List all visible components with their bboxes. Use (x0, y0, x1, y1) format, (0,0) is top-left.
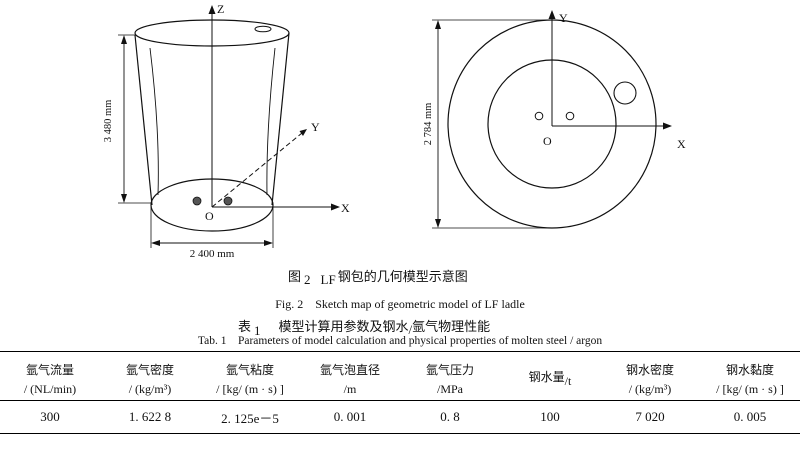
right-origin-label: O (543, 134, 552, 148)
top-view-plug-2 (565, 111, 575, 121)
ladle-inner-left (149, 47, 159, 196)
table-caption-num: 表 (238, 320, 252, 335)
figure-caption-num: 图 (288, 270, 302, 285)
header-steel-mass: 钢水量/t (500, 352, 600, 401)
header-steel-mass-unit: /t (564, 373, 572, 388)
unit-argon-flow: / (NL/min) (23, 381, 77, 396)
top-view-plug-1 (534, 111, 544, 121)
header-argon-flow: 氩气流量 (25, 363, 74, 377)
axis-y-line (211, 132, 303, 208)
unit-bubble-diameter: /m (343, 381, 357, 396)
cell-steel-viscosity: 0. 005 (733, 409, 767, 424)
top-view-vent (613, 81, 637, 105)
ladle-side-view (118, 5, 340, 248)
ladle-top-vent (254, 25, 272, 33)
table-header-row: 氩气流量 氩气密度 氩气粘度 氩气泡直径 氩气压力 钢水量/t 钢水密度 钢水黏… (0, 351, 800, 388)
cell-argon-flow: 300 (40, 409, 60, 424)
table-row: 300 1. 622 8 2. 125e－5 0. 001 0. 8 100 7… (0, 401, 800, 434)
unit-argon-pressure: /MPa (436, 381, 463, 396)
top-axis-x-arrow (663, 122, 672, 130)
left-axis-x-label: X (341, 201, 350, 215)
width-arrow-right (264, 240, 273, 246)
header-steel-density: 钢水密度 (625, 363, 674, 377)
right-diameter-dimension: 2 784 mm (423, 103, 434, 146)
table-caption-slash: / (408, 322, 413, 337)
header-steel-mass-name: 钢水量 (528, 369, 565, 384)
cell-argon-density: 1. 622 8 (128, 409, 172, 424)
right-axis-y-label: Y (559, 11, 568, 25)
table-caption-en: Tab. 1 Parameters of model calculation a… (197, 335, 603, 347)
figure-caption-prefix: LF (320, 272, 336, 287)
table-caption-text-b: 氩气物理性能 (412, 320, 491, 335)
cell-steel-density: 7 020 (635, 409, 665, 424)
left-height-dimension: 3 480 mm (103, 100, 114, 143)
height-arrow-top (121, 35, 127, 44)
cell-argon-viscosity: 2. 125e－5 (221, 410, 279, 426)
axis-y-arrow (299, 129, 307, 136)
left-axis-z-label: Z (217, 2, 224, 16)
ladle-top-view (432, 10, 672, 229)
cell-argon-pressure: 0. 8 (440, 409, 460, 424)
unit-argon-viscosity: / [kg/ (m · s) ] (216, 381, 284, 396)
porous-plug-2 (223, 196, 233, 206)
ladle-right-wall (271, 32, 290, 206)
top-axis-y-arrow (548, 10, 556, 19)
left-origin-label: O (205, 209, 214, 223)
diam-arrow-top (435, 20, 441, 29)
cell-steel-mass: 100 (540, 409, 560, 424)
unit-steel-viscosity: / [kg/ (m · s) ] (716, 381, 784, 396)
unit-argon-density: / (kg/m³) (128, 381, 172, 396)
header-argon-density: 氩气密度 (125, 363, 174, 377)
diam-arrow-bottom (435, 219, 441, 228)
left-diameter-dimension: 2 400 mm (190, 248, 235, 260)
header-argon-pressure: 氩气压力 (425, 363, 474, 377)
porous-plug-1 (192, 196, 202, 206)
figure-caption-num-val: 2 (304, 272, 311, 287)
table-caption-text-a: 模型计算用参数及钢水 (278, 320, 409, 335)
axis-x-arrow (331, 203, 340, 211)
table-unit-row: / (NL/min) / (kg/m³) / [kg/ (m · s) ] /m… (0, 378, 800, 401)
right-axis-x-label: X (677, 137, 686, 151)
cell-bubble-diameter: 0. 001 (333, 409, 367, 424)
ladle-inner-right (266, 47, 276, 196)
header-steel-viscosity: 钢水黏度 (725, 363, 774, 377)
parameters-table: 氩气流量 氩气密度 氩气粘度 氩气泡直径 氩气压力 钢水量/t 钢水密度 钢水黏… (0, 351, 800, 434)
axis-z-arrow (208, 5, 216, 14)
ladle-left-wall (134, 34, 153, 206)
figure-caption-en: Fig. 2 Sketch map of geometric model of … (275, 297, 525, 311)
figure-caption-text: 钢包的几何模型示意图 (337, 270, 468, 285)
left-axis-y-label: Y (311, 120, 320, 134)
table-caption-num-val: 1 (254, 323, 261, 338)
width-arrow-left (151, 240, 160, 246)
header-bubble-diameter: 氩气泡直径 (319, 363, 380, 377)
figure-drawing: Z Y X O 3 480 mm 2 400 mm Y X O 2 784 mm (103, 2, 686, 260)
height-arrow-bottom (121, 194, 127, 203)
header-argon-viscosity: 氩气粘度 (225, 363, 274, 377)
unit-steel-density: / (kg/m³) (628, 381, 672, 396)
